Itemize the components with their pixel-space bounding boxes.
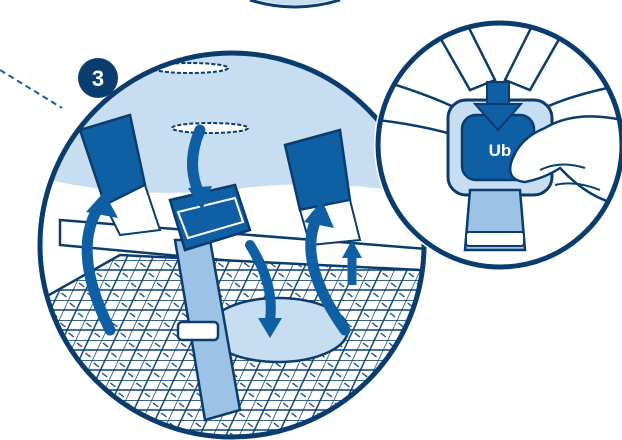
step-badge: 3 xyxy=(78,58,118,98)
step-number: 3 xyxy=(92,66,104,91)
dashed-leader-line xyxy=(0,70,62,108)
buckle-logo-icon: Ub xyxy=(489,141,512,160)
